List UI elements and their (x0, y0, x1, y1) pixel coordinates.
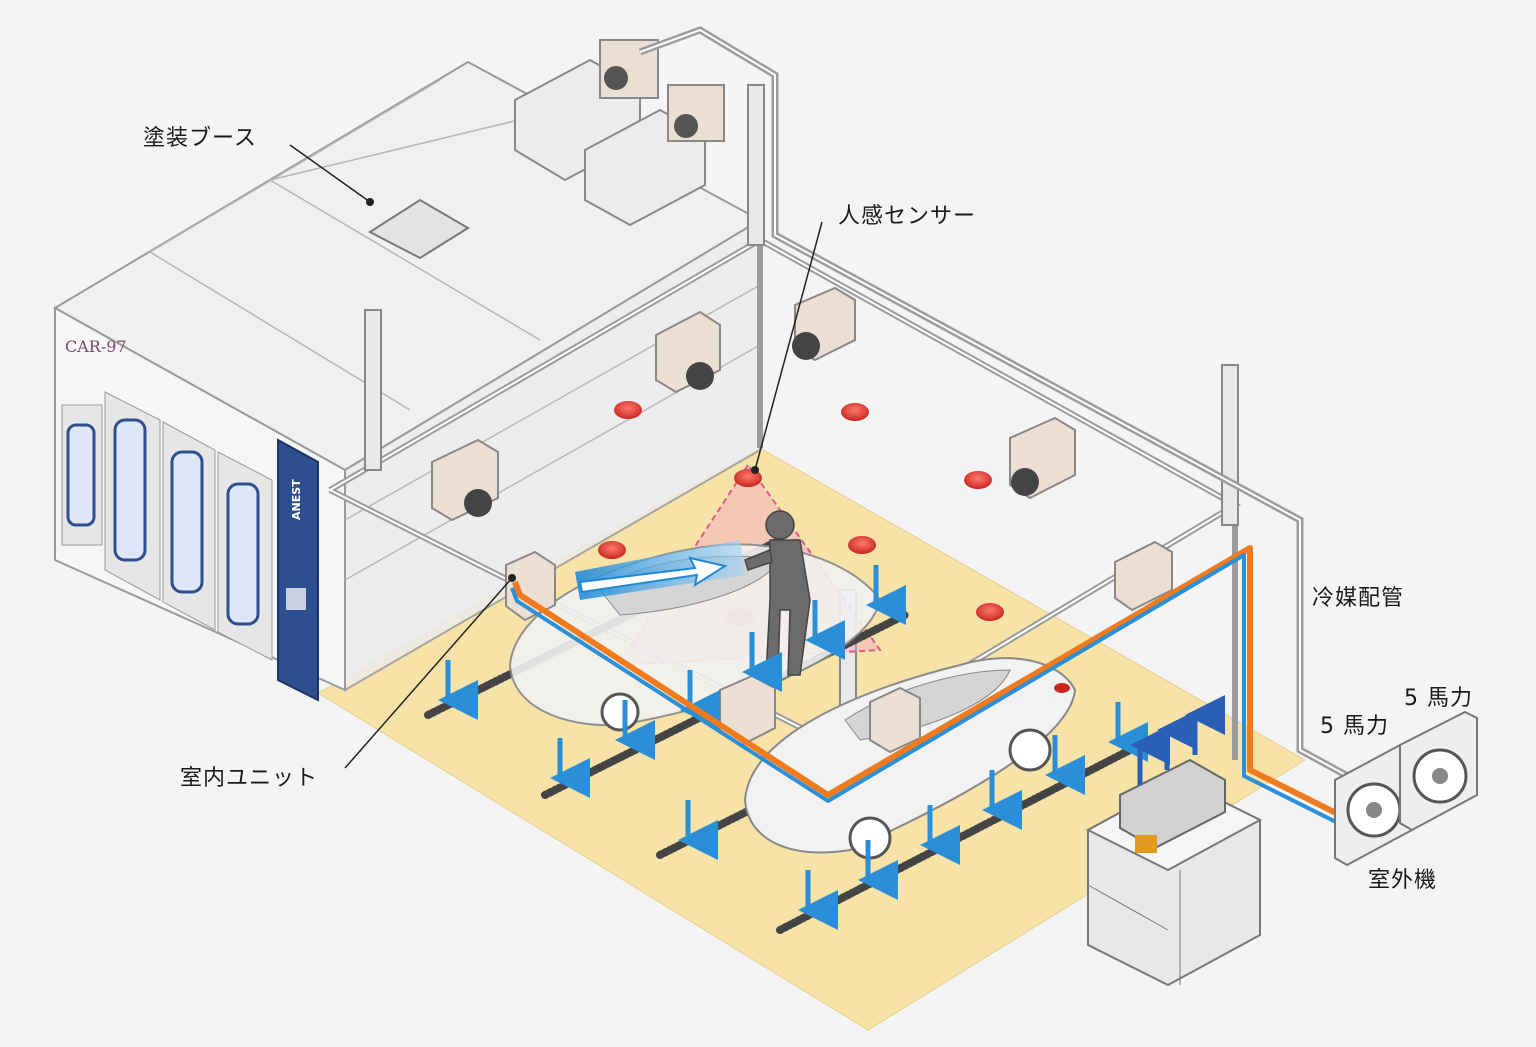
booth-model: CAR-97 (65, 337, 127, 356)
roof-duct-2 (584, 84, 725, 227)
indoor-unit-icon (505, 550, 921, 754)
spray-beam (575, 540, 745, 600)
outdoor-unit-icon-2 (1399, 710, 1478, 832)
up-airflow-arrows (1130, 695, 1225, 785)
ceiling-unit-3 (1009, 416, 1076, 500)
worker-icon (744, 510, 811, 676)
label-hp-2: 5 馬力 (1404, 686, 1473, 711)
booth-logo: ANEST (290, 479, 303, 520)
ceiling-unit-4 (431, 438, 499, 522)
ceiling-unit-1 (655, 310, 721, 394)
label-hp-1: 5 馬力 (1320, 714, 1389, 739)
control-panel (277, 438, 319, 702)
wall-unit-right (1114, 540, 1173, 612)
refrigerant-pipe (510, 545, 1342, 824)
label-sensor: 人感センサー (838, 204, 977, 229)
work-table-icon (1085, 758, 1263, 987)
label-outdoor-unit: 室外機 (1368, 868, 1438, 893)
leader-lines (289, 144, 823, 769)
ceiling-unit-2 (792, 286, 856, 362)
label-booth: 塗装ブース (143, 126, 257, 151)
label-refrigerant-pipe: 冷媒配管 (1312, 586, 1405, 611)
label-indoor-unit: 室内ユニット (180, 766, 319, 791)
booth-doors (61, 391, 273, 661)
